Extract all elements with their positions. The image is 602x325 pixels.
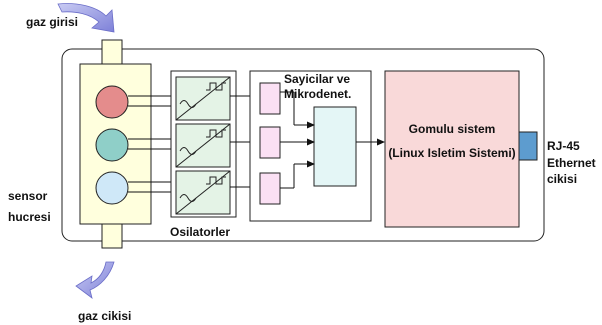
sine-wave-icon <box>179 100 197 108</box>
counters-label-line1: Sayicilar ve <box>284 72 350 86</box>
oscillator-3 <box>175 170 231 215</box>
counter-to-mcu-connections <box>280 91 315 189</box>
gas-inlet-arrow-icon <box>57 3 115 33</box>
sensor-cell-label-line2: hucresi <box>8 210 51 224</box>
counter-3 <box>259 172 281 205</box>
embedded-system-label-line1: Gomulu sistem <box>409 122 496 136</box>
sensor-connections <box>128 95 176 193</box>
gas-outlet-pipe <box>101 223 123 249</box>
oscillator-1 <box>175 76 231 121</box>
gas-outlet-arrow-icon <box>75 261 115 299</box>
square-wave-icon <box>206 129 226 138</box>
oscillator-2 <box>175 123 231 168</box>
gas-inlet-pipe <box>101 39 123 65</box>
sensor-cell-label-line1: sensor <box>8 189 48 203</box>
sine-wave-icon <box>179 147 197 155</box>
embedded-system-box <box>384 70 520 228</box>
counters-label-line2: Mikrodenet. <box>284 87 351 101</box>
ethernet-label-line1: RJ-45 <box>547 139 580 153</box>
sensor-1 <box>95 85 129 119</box>
square-wave-icon <box>206 82 226 91</box>
oscillators-label: Osilatorler <box>170 225 230 239</box>
sensor-2 <box>95 128 129 162</box>
microcontroller-box <box>313 106 357 187</box>
gas-inlet-label: gaz girisi <box>26 15 78 29</box>
rj45-port <box>518 131 538 161</box>
ethernet-label-line3: cikisi <box>547 172 577 186</box>
counter-2 <box>259 126 281 159</box>
gas-outlet-label: gaz cikisi <box>78 309 131 323</box>
embedded-system-label-line2: (Linux Isletim Sistemi) <box>388 146 515 160</box>
square-wave-icon <box>206 176 226 185</box>
sensor-3 <box>95 171 129 205</box>
ethernet-label-line2: Ethernet <box>547 156 596 170</box>
sine-wave-icon <box>179 194 197 202</box>
counter-1 <box>259 82 281 115</box>
